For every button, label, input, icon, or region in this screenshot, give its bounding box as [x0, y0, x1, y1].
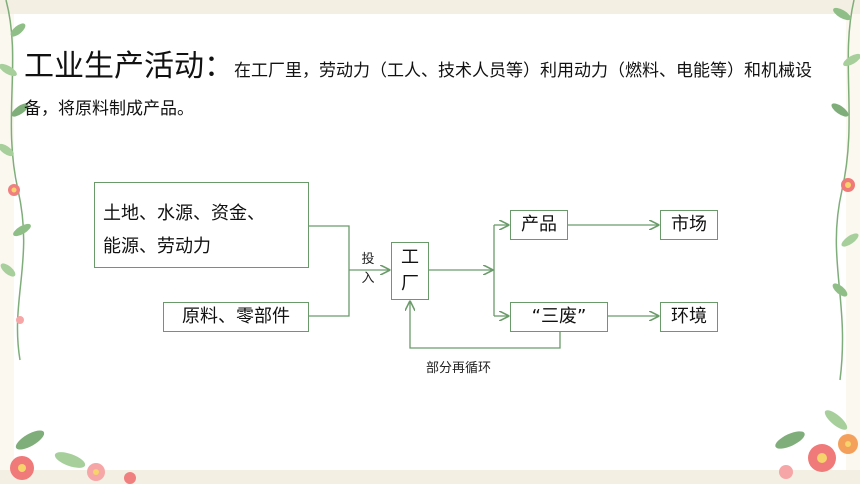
bottom-frame-band	[0, 470, 860, 484]
materials-box: 原料、零部件	[163, 302, 309, 332]
input-label-char-1: 投	[361, 252, 375, 267]
input-label: 投 入	[360, 250, 376, 288]
heading-body: 在工厂里，劳动力（工人、技术人员等）利用动力（燃料、电能等）和机械设备，将原料制…	[24, 61, 812, 119]
resources-line-1: 土地、水源、资金、	[103, 203, 265, 224]
heading-lead: 工业生产活动：	[24, 49, 234, 84]
factory-box: 工 厂	[391, 242, 429, 300]
bottom-right-flowers	[775, 410, 858, 479]
factory-char-2: 厂	[401, 273, 419, 294]
right-floral-vine	[831, 0, 860, 381]
bottom-left-flowers	[10, 430, 136, 484]
three-wastes-box: “三废”	[510, 302, 608, 332]
resources-box: 土地、水源、资金、 能源、劳动力	[94, 182, 309, 268]
resources-line-2: 能源、劳动力	[103, 236, 211, 257]
connector-recycle-loop	[410, 302, 561, 349]
top-frame-band	[0, 0, 860, 14]
market-box: 市场	[660, 210, 718, 240]
environment-box: 环境	[660, 302, 718, 332]
product-box: 产品	[510, 210, 568, 240]
left-floral-vine	[0, 0, 31, 361]
factory-char-1: 工	[401, 247, 419, 268]
connector-resources	[309, 225, 350, 270]
slide-heading: 工业生产活动：在工厂里，劳动力（工人、技术人员等）利用动力（燃料、电能等）和机械…	[24, 48, 834, 128]
recycle-label: 部分再循环	[426, 361, 492, 376]
connector-materials	[309, 270, 350, 317]
input-label-char-2: 入	[361, 271, 375, 286]
